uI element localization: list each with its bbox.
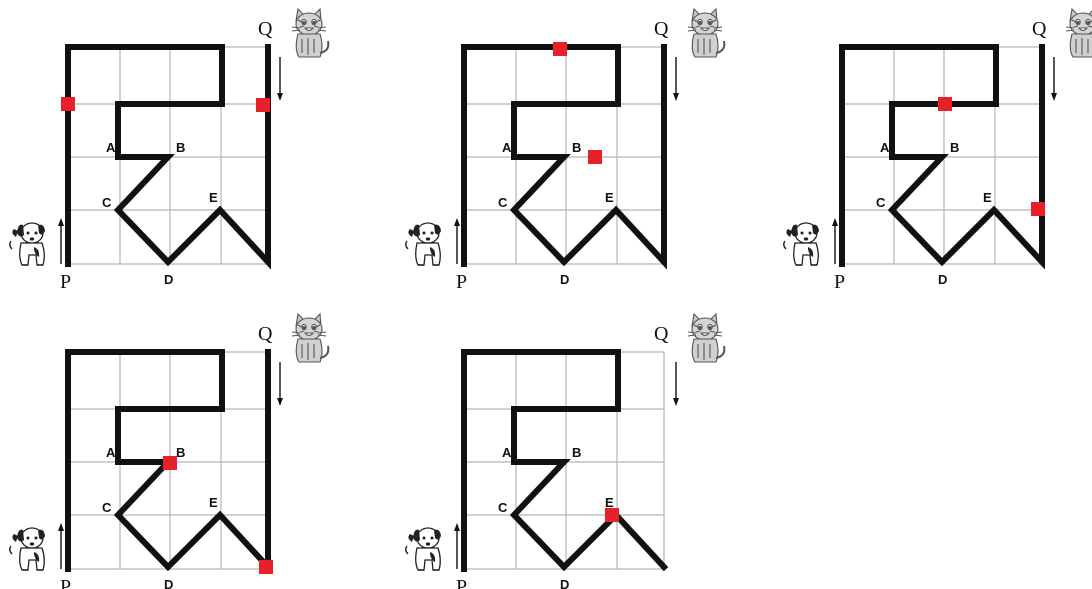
down-arrow-icon [277,398,283,406]
maze-panel-5: A B C D E P Q [406,314,725,589]
point-label-e: E [605,190,614,205]
position-marker [588,150,602,164]
end-label-q: Q [1032,18,1047,40]
position-marker [1031,202,1045,216]
point-label-b: B [176,140,185,155]
end-label-q: Q [654,18,669,40]
point-label-a: A [106,445,116,460]
point-label-c: C [498,500,508,515]
up-arrow-icon [454,523,460,531]
maze-panel-3: A B C D E P Q [784,9,1092,293]
down-arrow-icon [673,93,679,101]
point-label-d: D [164,577,173,589]
position-marker [938,97,952,111]
end-label-q: Q [258,323,273,345]
position-marker [553,42,567,56]
point-label-c: C [876,195,886,210]
point-label-a: A [106,140,116,155]
cat-icon [292,9,328,57]
start-label-p: P [60,271,71,293]
dog-icon [406,223,441,265]
point-label-c: C [102,195,112,210]
point-label-a: A [880,140,890,155]
maze-panel-1: A B C D E P Q [10,9,329,293]
point-label-e: E [209,190,218,205]
position-marker [605,508,619,522]
point-label-d: D [560,577,569,589]
point-label-d: D [938,272,947,287]
start-label-p: P [456,271,467,293]
end-label-q: Q [258,18,273,40]
up-arrow-icon [832,218,838,226]
down-arrow-icon [1051,93,1057,101]
cat-icon [292,314,328,362]
dog-icon [10,528,45,570]
point-label-b: B [572,140,581,155]
dog-icon [406,528,441,570]
end-label-q: Q [654,323,669,345]
maze-panel-4: A B C D E P Q [10,314,329,589]
point-label-c: C [102,500,112,515]
point-label-c: C [498,195,508,210]
route-path [464,352,664,569]
point-label-b: B [950,140,959,155]
cat-icon [688,9,724,57]
down-arrow-icon [673,398,679,406]
start-label-p: P [456,576,467,589]
route-path [464,47,664,264]
cat-icon [1066,9,1092,57]
up-arrow-icon [454,218,460,226]
dog-icon [10,223,45,265]
dog-icon [784,223,819,265]
point-label-a: A [502,445,512,460]
point-label-e: E [209,495,218,510]
position-marker [256,98,270,112]
down-arrow-icon [277,93,283,101]
position-marker [61,97,75,111]
point-label-e: E [983,190,992,205]
point-label-d: D [560,272,569,287]
route-path [842,47,1042,264]
point-label-b: B [176,445,185,460]
position-marker [163,456,177,470]
route-path [68,47,268,264]
start-label-p: P [834,271,845,293]
cat-icon [688,314,724,362]
up-arrow-icon [58,523,64,531]
point-label-e: E [605,495,614,510]
position-marker [259,560,273,574]
point-label-b: B [572,445,581,460]
maze-panel-2: A B C D E P Q [406,9,725,293]
point-label-d: D [164,272,173,287]
up-arrow-icon [58,218,64,226]
start-label-p: P [60,576,71,589]
point-label-a: A [502,140,512,155]
